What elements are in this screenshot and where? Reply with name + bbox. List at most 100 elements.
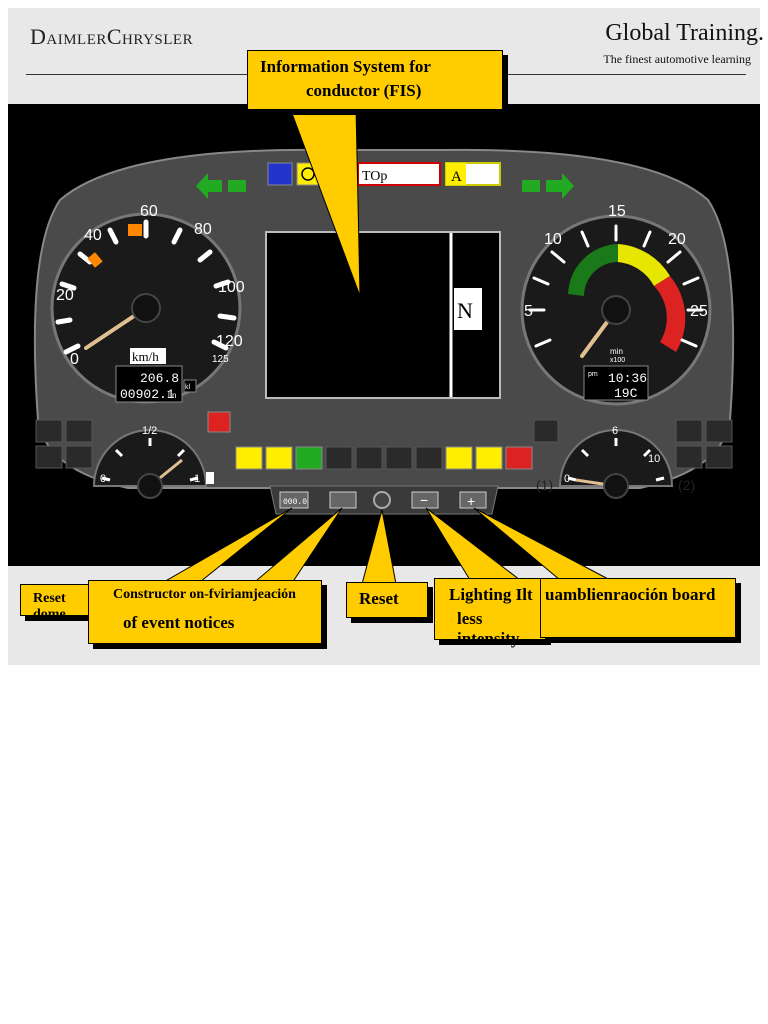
speed-tick-40: 40: [84, 227, 102, 244]
speedometer-ticks: [55, 219, 237, 355]
lamp-a-label: A: [451, 169, 462, 185]
bottom-warning-row: [235, 446, 533, 470]
reset-dome-callout: Reset dome: [20, 584, 98, 622]
clock-display: [583, 365, 649, 401]
fis-callout-line2: conductor (FIS): [306, 81, 422, 100]
tachometer-hub: [601, 295, 631, 325]
svg-text:−: −: [420, 492, 428, 508]
brand-logo: DaimlerChrysler: [30, 24, 194, 49]
fis-callout-line1: Information System for: [260, 57, 431, 76]
tach-unit: min: [610, 347, 623, 356]
reset-knob: [373, 491, 391, 509]
odometer-unit: l.n: [168, 391, 176, 400]
constructor-pointer: [248, 507, 343, 587]
left-indicator-lamp: [228, 180, 246, 192]
temperature-value: 19C: [614, 386, 638, 401]
tach-yellow-zone: [618, 244, 670, 286]
fuel-tick-half: 1/2: [142, 425, 157, 437]
fis-callout: Information System for conductor (FIS): [247, 50, 503, 110]
lighting-line2: less intensity: [457, 609, 520, 648]
illumination-label: uamblienraoción board: [545, 585, 716, 604]
yellow-lamp-road: [265, 446, 293, 470]
tach-green-zone: [568, 244, 618, 296]
speedometer: 0 20 40 60 80 100 120 125 km/h 206.8 009…: [50, 203, 245, 404]
reset-callout: Reset: [346, 582, 428, 618]
svg-text:000.0: 000.0: [283, 498, 307, 507]
speed-orange-mark-1: [87, 252, 103, 268]
speed-tick-0: 0: [70, 351, 79, 368]
svg-text:+: +: [467, 493, 475, 509]
reset-pointer: [361, 509, 397, 585]
odometer-display: [115, 365, 183, 403]
temp-tick-10: 10: [648, 453, 660, 465]
right-indicator-lamp: [522, 180, 540, 192]
top-warning-label: TOp: [362, 169, 387, 184]
clock-value: 10:36: [608, 371, 647, 386]
left-lamp-block: [35, 419, 93, 469]
headlight-icon: [301, 167, 315, 181]
temp-hub: [603, 473, 629, 499]
reset-label: Reset: [359, 589, 399, 608]
fuel-hub: [137, 473, 163, 499]
green-lamp-parking: [295, 446, 323, 470]
fuel-pump-icon: [206, 472, 214, 484]
top-warning-bar: [357, 162, 441, 186]
yellow-lamp-seat: [475, 446, 503, 470]
fuel-gauge: 0 1/2 1: [92, 425, 214, 499]
global-training-subtitle: The finest automotive learning: [603, 52, 751, 66]
trip-unit: kl: [185, 384, 191, 391]
lighting-pointer: [425, 507, 522, 581]
speed-tick-60: 60: [140, 203, 158, 220]
speed-tick-20: 20: [56, 287, 74, 304]
right-single-lamp: [533, 419, 559, 443]
lighting-plus-button: [459, 491, 487, 509]
trip-value: 206.8: [140, 371, 179, 386]
speedometer-hub: [131, 293, 161, 323]
tach-ticks: [528, 224, 704, 348]
lighting-callout: Lighting Ilt less intensity: [434, 578, 546, 648]
tach-tick-25: 25: [690, 303, 708, 320]
left-turn-arrow-icon: [196, 173, 222, 199]
reset-dome-label: Reset dome: [33, 591, 66, 622]
temp-tick-6: 6: [612, 425, 618, 437]
tach-unit-sub: x100: [610, 357, 625, 364]
speed-tick-80: 80: [194, 221, 212, 238]
odometer-value: 00902.1: [120, 387, 175, 402]
speed-tick-100: 100: [218, 279, 245, 296]
tach-red-zone: [654, 276, 686, 352]
reset-dome-button: [279, 491, 309, 509]
constructor-line1: Constructor on-fviriamjeación: [113, 587, 296, 602]
marker-right: (2): [678, 477, 695, 493]
fuel-tick-1: 1: [194, 473, 200, 485]
speed-unit-box: [130, 348, 166, 364]
speed-orange-mark-2: [128, 224, 142, 236]
speed-unit: km/h: [132, 349, 159, 364]
gear-indicator-box: [454, 288, 482, 330]
marker-left: (1): [536, 477, 553, 493]
gear-indicator: N: [457, 298, 473, 323]
illumination-callout: uamblienraoción board: [540, 578, 736, 638]
constructor-line2: of event notices: [123, 613, 235, 632]
clock-label: pm: [588, 371, 598, 378]
tach-tick-20: 20: [668, 231, 686, 248]
constructor-callout: Constructor on-fviriamjeación of event n…: [88, 580, 322, 644]
speed-tick-125: 125: [212, 354, 229, 365]
blue-warning-lamp: [267, 162, 293, 186]
right-lamp-block: [675, 419, 733, 469]
temp-tick-0: 0: [564, 473, 570, 485]
red-lamp-brake: [505, 446, 533, 470]
fuel-tick-0: 0: [100, 473, 106, 485]
speed-tick-120: 120: [216, 333, 243, 350]
temperature-gauge: 0 6 10: [558, 425, 674, 499]
tach-tick-15: 15: [608, 203, 626, 220]
tachometer: 5 10 15 20 25 min x100 pm 10:36 19C: [520, 203, 712, 406]
tach-tick-5: 5: [524, 303, 533, 320]
yellow-lamp-axle: [445, 446, 473, 470]
lighting-line1: Lighting Ilt: [449, 585, 533, 604]
red-truck-warning-lamp: [207, 411, 231, 433]
tach-tick-10: 10: [544, 231, 562, 248]
yellow-lamp-glow-plug: [235, 446, 263, 470]
event-notice-button: [329, 491, 357, 509]
right-turn-arrow-icon: [546, 173, 574, 199]
